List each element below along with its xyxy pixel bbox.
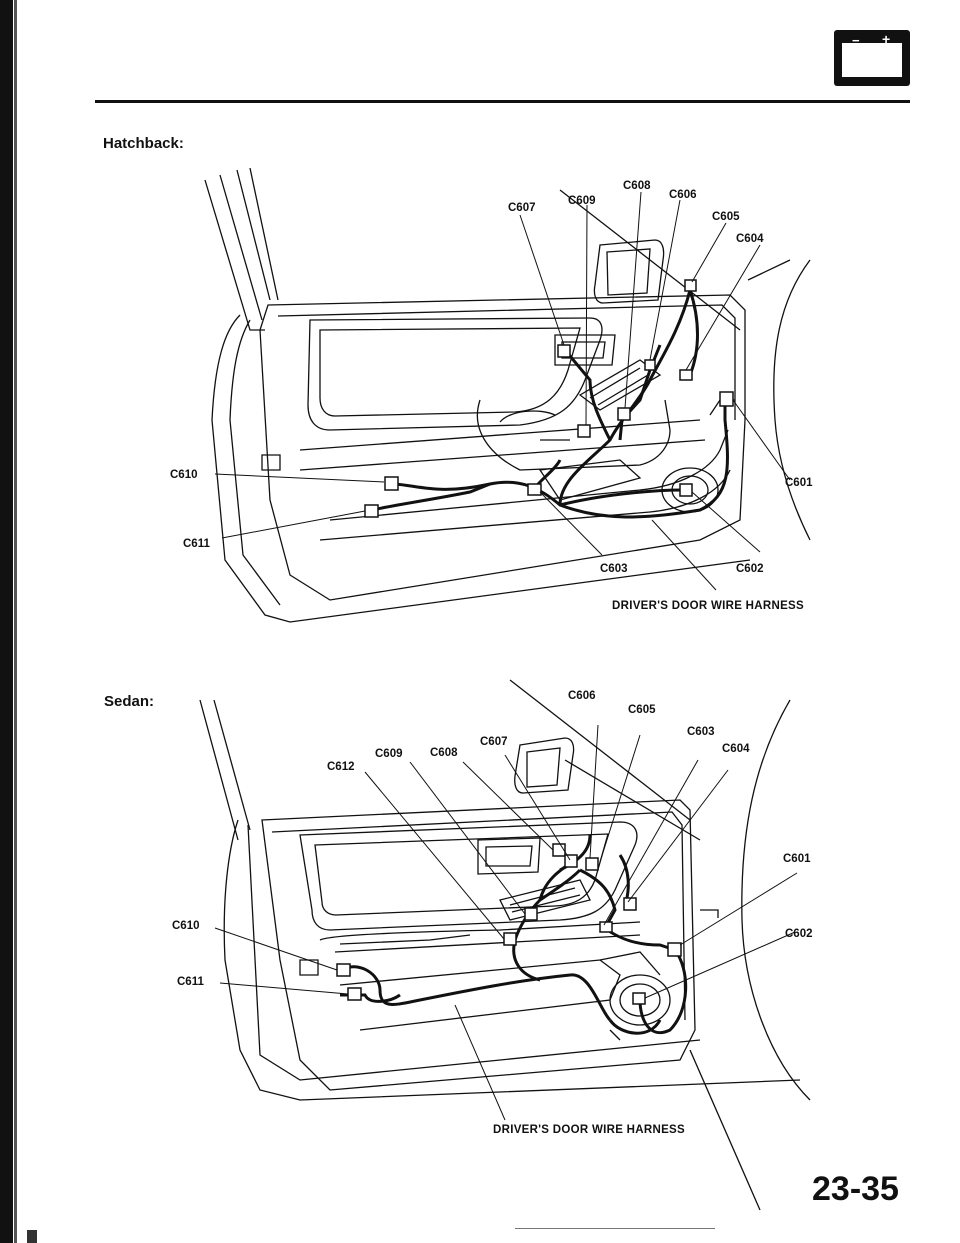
label-hatch-c607: C607 (508, 202, 536, 214)
label-sedan-harness: DRIVER'S DOOR WIRE HARNESS (493, 1124, 685, 1136)
label-sedan-c611: C611 (177, 976, 204, 988)
label-hatch-c609: C609 (568, 195, 596, 207)
label-hatch-c611: C611 (183, 538, 210, 550)
label-sedan-c606: C606 (568, 690, 596, 702)
hatchback-door-illustration (204, 167, 811, 623)
footer-rule (515, 1228, 715, 1229)
page-binding-edge (0, 0, 13, 1243)
label-sedan-c604: C604 (722, 743, 750, 755)
label-hatch-c604: C604 (736, 233, 764, 245)
label-sedan-c602: C602 (785, 928, 813, 940)
label-sedan-c612: C612 (327, 761, 355, 773)
label-sedan-c608: C608 (430, 747, 458, 759)
label-sedan-c601: C601 (783, 853, 811, 865)
label-hatch-c601: C601 (785, 477, 813, 489)
label-hatch-harness: DRIVER'S DOOR WIRE HARNESS (612, 600, 804, 612)
label-hatch-c608: C608 (623, 180, 651, 192)
section-label-sedan: Sedan: (104, 693, 155, 710)
hatchback-harness-wire (394, 400, 729, 519)
page-number: 23-35 (812, 1170, 899, 1208)
label-hatch-c603: C603 (600, 563, 628, 575)
label-sedan-c609: C609 (375, 748, 403, 760)
label-sedan-c605: C605 (628, 704, 656, 716)
label-sedan-c603: C603 (687, 726, 715, 738)
header-rule (95, 100, 910, 103)
label-hatch-c602: C602 (736, 563, 764, 575)
section-label-hatchback: Hatchback: (103, 135, 184, 152)
label-hatch-c606: C606 (669, 189, 697, 201)
sedan-door-illustration (199, 679, 811, 1211)
label-sedan-c610: C610 (172, 920, 200, 932)
sedan-leader-lines (214, 724, 798, 1121)
hatchback-connector-blocks (364, 279, 734, 518)
label-hatch-c610: C610 (170, 469, 198, 481)
page-binding-shadow (14, 0, 17, 1243)
footer-mark (27, 1230, 37, 1243)
label-hatch-c605: C605 (712, 211, 740, 223)
label-sedan-c607: C607 (480, 736, 508, 748)
hatchback-leader-lines (214, 191, 791, 591)
battery-icon: − + (834, 30, 910, 86)
sedan-harness-wire (339, 965, 612, 1022)
